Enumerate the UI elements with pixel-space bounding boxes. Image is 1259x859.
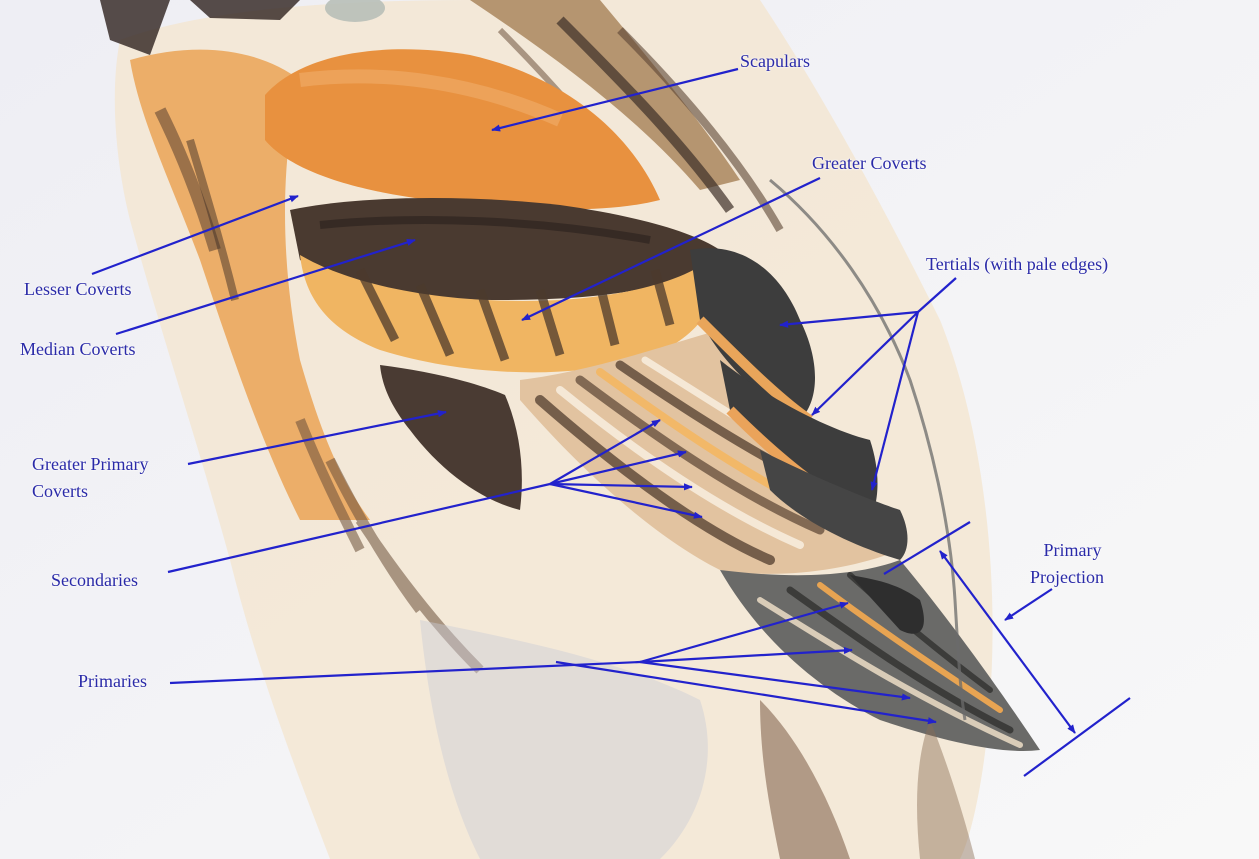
label-greater-coverts: Greater Coverts	[812, 150, 926, 177]
label-median-coverts: Median Coverts	[20, 336, 135, 363]
label-secondaries: Secondaries	[51, 567, 138, 594]
label-tertials: Tertials (with pale edges)	[926, 251, 1108, 278]
label-scapulars: Scapulars	[740, 48, 810, 75]
label-primary-projection: Primary Projection	[1030, 537, 1104, 591]
label-lesser-coverts: Lesser Coverts	[24, 276, 131, 303]
label-greater-primary-coverts: Greater Primary Coverts	[32, 451, 148, 505]
label-primaries: Primaries	[78, 668, 147, 695]
